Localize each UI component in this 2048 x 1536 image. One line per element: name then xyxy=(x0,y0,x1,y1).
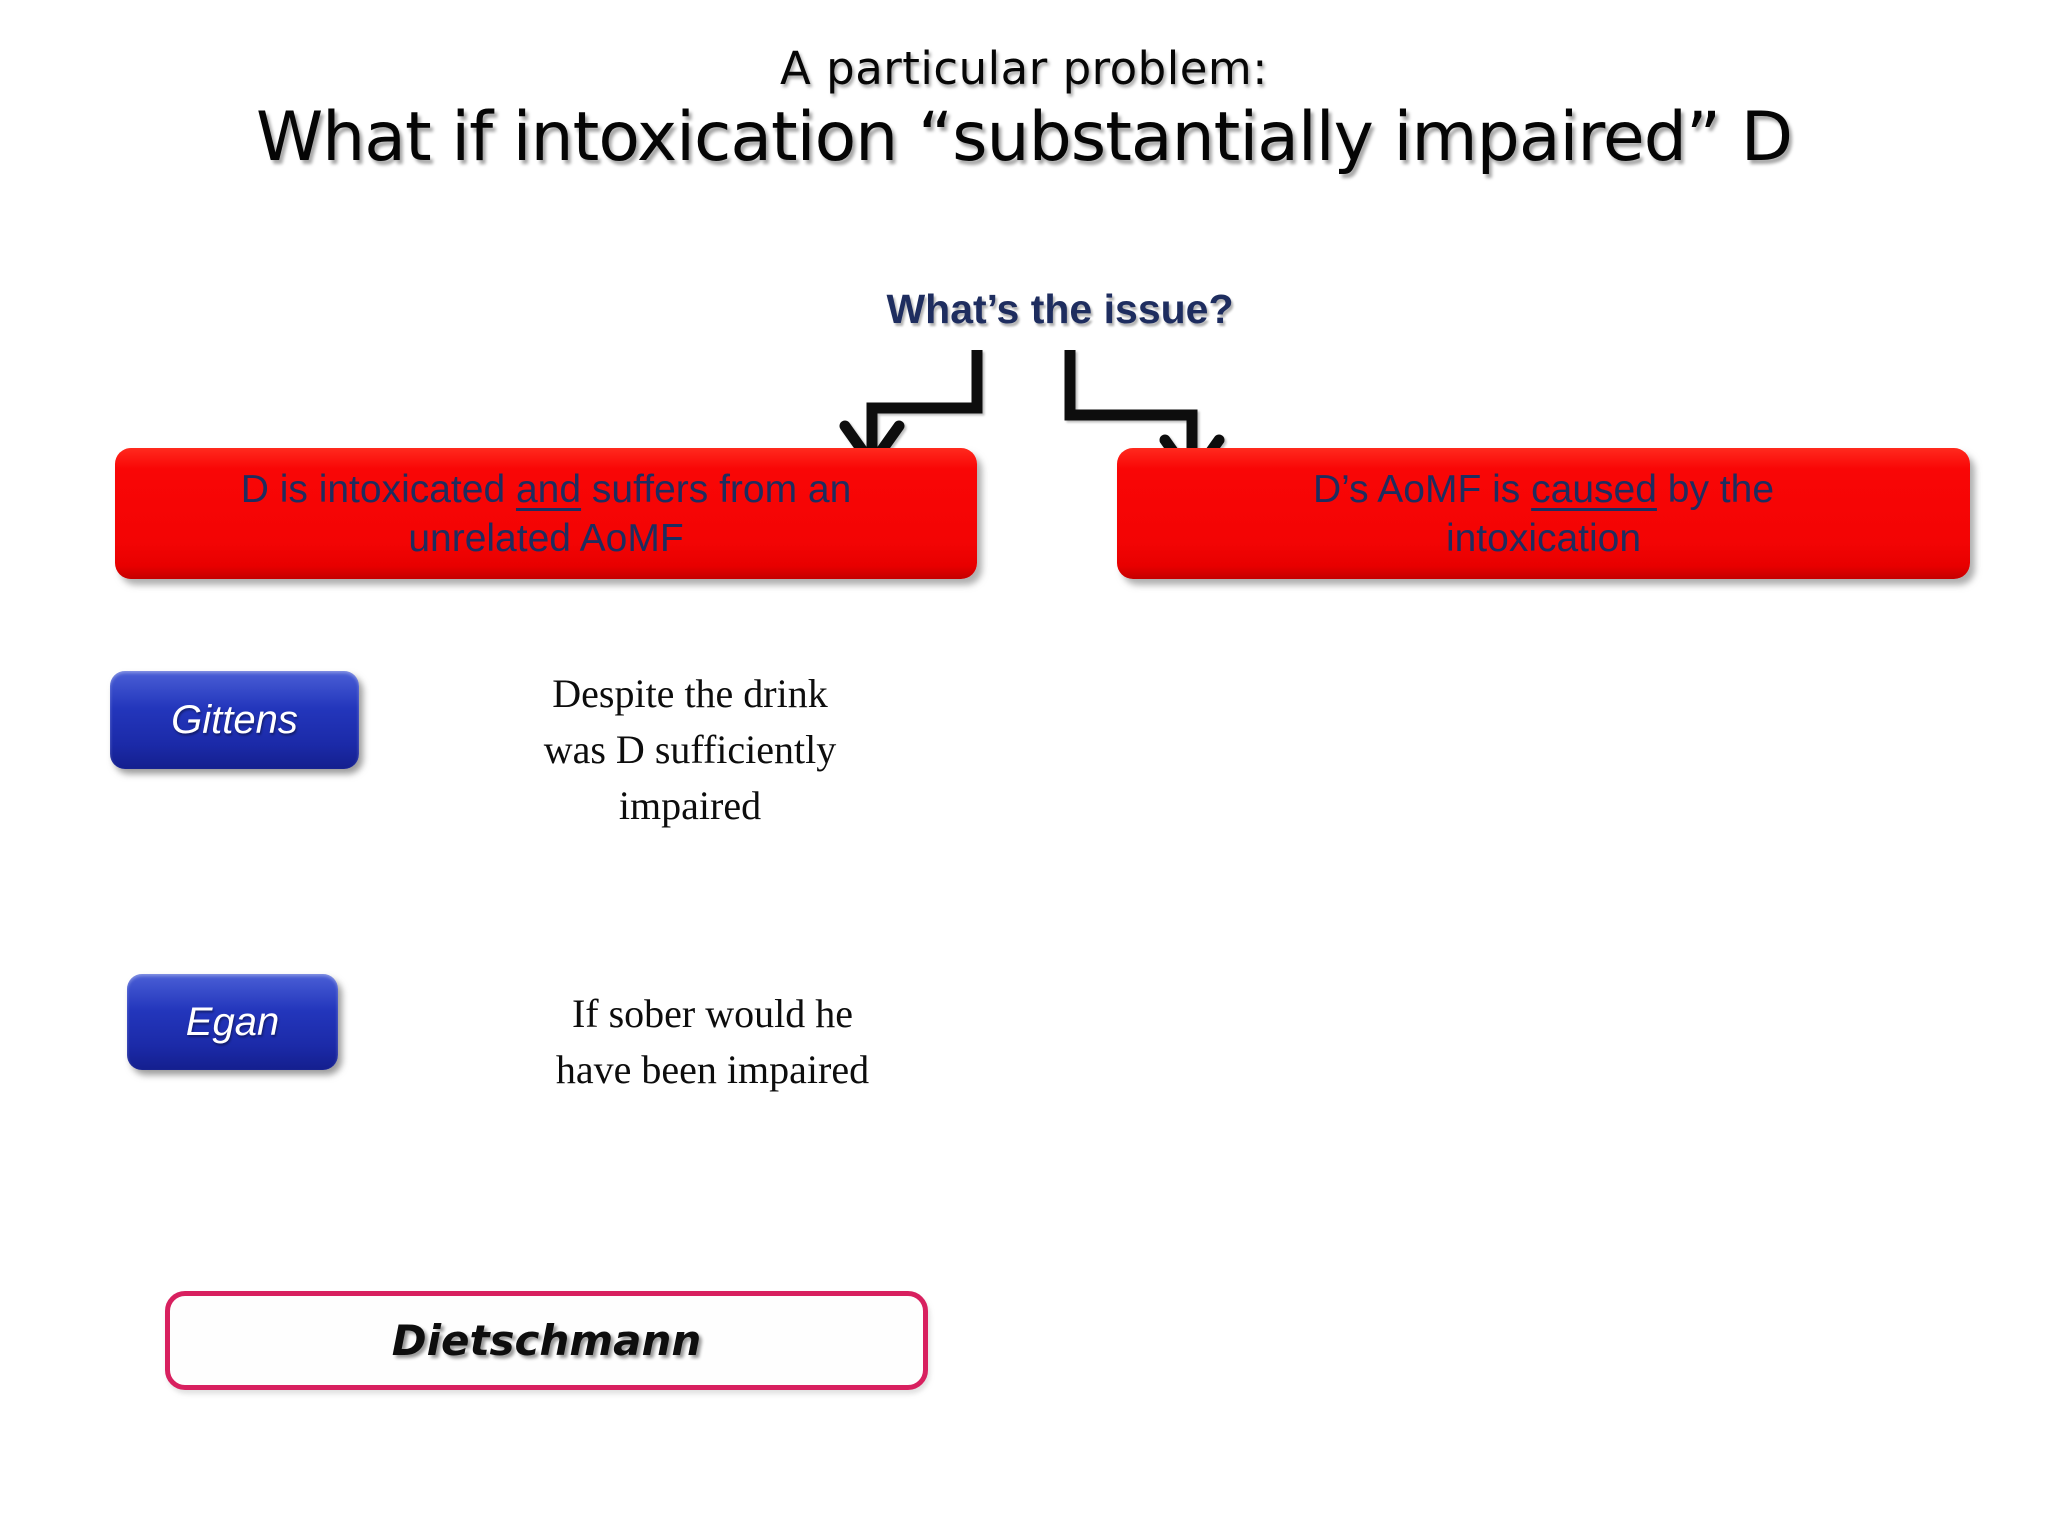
premise-box-intoxicated-unrelated-aomf: D is intoxicated and suffers from an unr… xyxy=(115,448,977,579)
issue-label: What’s the issue? xyxy=(886,286,1234,332)
underlined-word: caused xyxy=(1531,467,1657,511)
premise-box-aomf-caused-by-intoxication: D’s AoMF is caused by the intoxication xyxy=(1117,448,1970,579)
slide-kicker: A particular problem: xyxy=(780,42,1268,95)
case-description-egan: If sober would he have been impaired xyxy=(555,991,870,1092)
case-button-gittens: Gittens xyxy=(110,671,359,769)
premise-right-line2: intoxication xyxy=(1445,516,1642,560)
case-label-dietschmann: Dietschmann xyxy=(391,1316,702,1365)
premise-right-line1: D’s AoMF is caused by the xyxy=(1312,467,1775,511)
premise-left-line2: unrelated AoMF xyxy=(408,516,684,560)
underlined-word: and xyxy=(515,467,582,511)
case-description-gittens: Despite the drink was D sufficiently imp… xyxy=(543,671,837,828)
slide-title: What if intoxication “substantially impa… xyxy=(255,98,1793,177)
premise-left-line1: D is intoxicated and suffers from an xyxy=(240,467,852,511)
arrow-left-shaft xyxy=(866,350,983,452)
case-box-dietschmann: Dietschmann xyxy=(165,1291,928,1390)
case-button-egan: Egan xyxy=(127,974,338,1070)
